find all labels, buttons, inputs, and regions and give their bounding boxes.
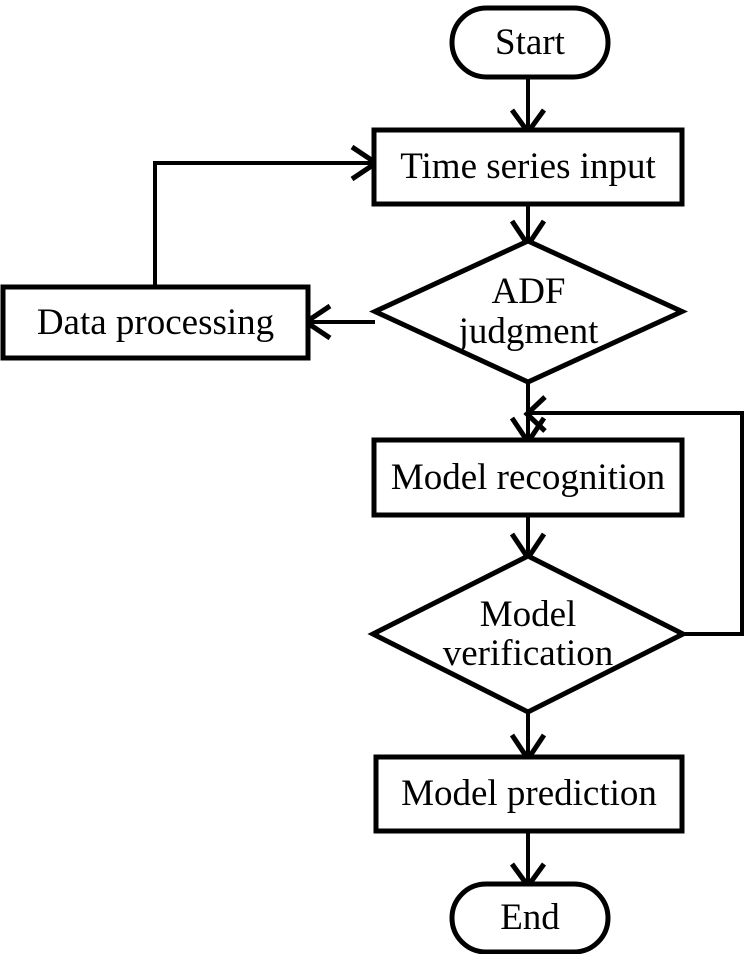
node-model-recognition-shape[interactable] [371, 437, 685, 518]
node-data-processing-shape[interactable] [0, 284, 311, 361]
node-end-shape[interactable] [449, 881, 611, 954]
node-model-verification-shape[interactable] [367, 553, 689, 715]
arrowhead-verification-to-recognition [523, 395, 547, 433]
edge-data-processing-to-input [153, 161, 374, 287]
edge-verification-to-recognition [528, 411, 744, 636]
node-adf-judgment-shape[interactable] [369, 238, 689, 385]
node-time-series-input-shape[interactable] [371, 127, 685, 207]
node-start-shape[interactable] [449, 5, 611, 80]
node-model-prediction-shape[interactable] [373, 754, 685, 834]
